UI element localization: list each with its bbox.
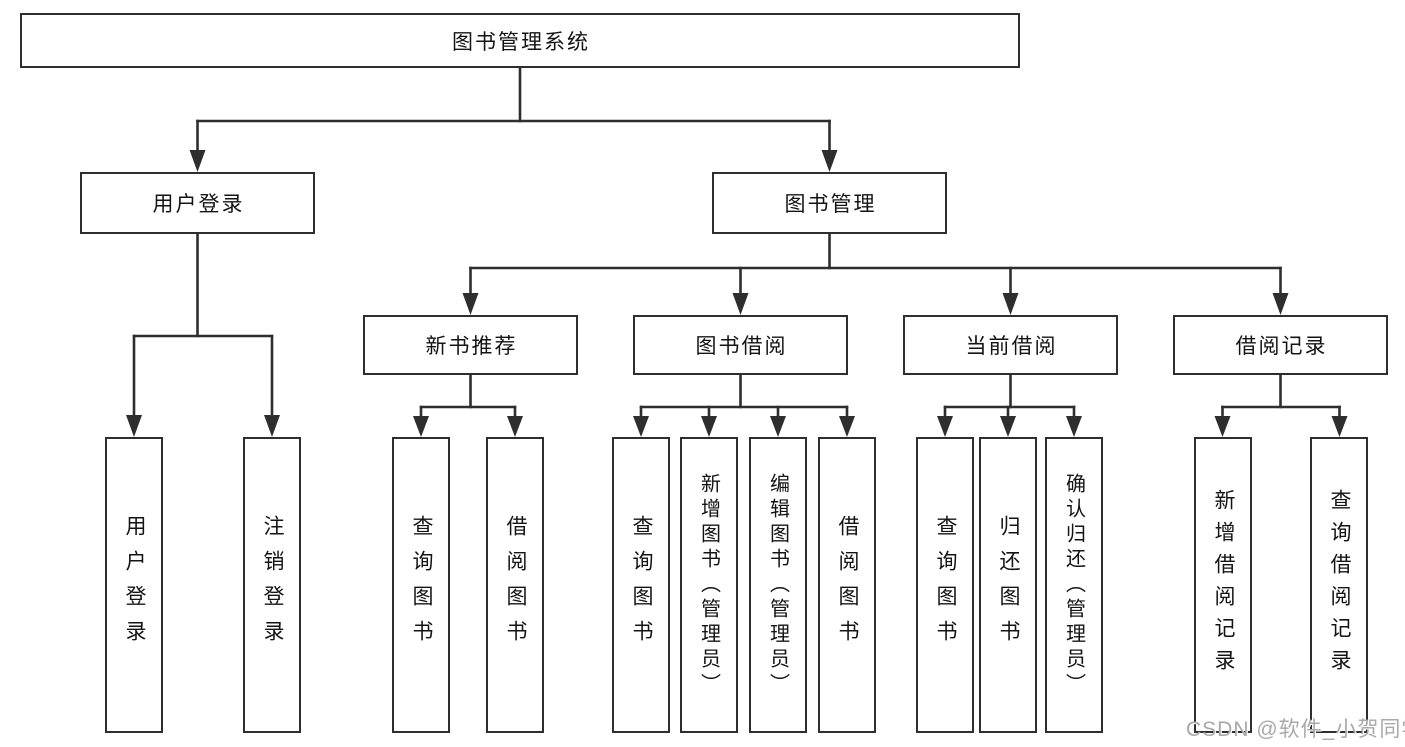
leaf-br-add-record: 新增借阅记录 [1194,437,1252,733]
node-current-borrow: 当前借阅 [903,315,1118,375]
leaf-nbr-query-books-label: 查询图书 [410,515,433,655]
connector-new-book-rec-children [413,372,523,437]
leaf-br-query-record: 查询借阅记录 [1310,437,1368,733]
leaf-nbr-query-books: 查询图书 [392,437,450,733]
node-new-book-rec: 新书推荐 [363,315,578,375]
leaf-cb-query-books: 查询图书 [916,437,974,733]
leaf-nbr-borrow-books: 借阅图书 [486,437,544,733]
node-book-borrow-label: 图书借阅 [695,335,788,358]
connector-book-mgmt-to-level3 [462,232,1289,315]
leaf-user-login: 用户登录 [105,437,163,733]
connector-root-to-level2 [189,66,838,172]
node-user-login: 用户登录 [80,172,315,234]
node-new-book-rec-label: 新书推荐 [425,335,518,358]
node-book-mgmt-label: 图书管理 [784,193,877,216]
connector-current-borrow-children [937,372,1082,437]
connector-borrow-records-children [1214,372,1348,437]
watermark: CSDN @软件_小贺同学 [1186,718,1405,741]
leaf-user-login-label: 用户登录 [123,515,146,655]
node-book-mgmt: 图书管理 [712,172,947,234]
leaf-logout-label: 注销登录 [261,515,284,655]
node-book-borrow: 图书借阅 [633,315,848,375]
leaf-bb-edit-books-admin: 编辑图书（管理员） [749,437,807,733]
leaf-nbr-borrow-books-label: 借阅图书 [504,515,527,655]
leaf-logout: 注销登录 [243,437,301,733]
node-user-login-label: 用户登录 [152,193,245,216]
leaf-cb-return-books-label: 归还图书 [997,515,1020,655]
leaf-br-add-record-label: 新增借阅记录 [1212,489,1235,681]
leaf-bb-borrow-books-label: 借阅图书 [836,515,859,655]
leaf-cb-return-books: 归还图书 [979,437,1037,733]
leaf-cb-confirm-return-admin: 确认归还（管理员） [1045,437,1103,733]
connector-user-login-children [126,232,280,437]
node-root-label: 图书管理系统 [452,30,590,54]
leaf-bb-query-books-label: 查询图书 [630,515,653,655]
leaf-bb-query-books: 查询图书 [612,437,670,733]
node-borrow-records-label: 借阅记录 [1235,335,1328,358]
leaf-cb-query-books-label: 查询图书 [934,515,957,655]
leaf-bb-edit-books-admin-label: 编辑图书（管理员） [766,472,789,698]
node-borrow-records: 借阅记录 [1173,315,1388,375]
leaf-bb-add-books-admin: 新增图书（管理员） [680,437,738,733]
leaf-cb-confirm-return-admin-label: 确认归还（管理员） [1062,472,1085,698]
node-current-borrow-label: 当前借阅 [965,335,1058,358]
node-root: 图书管理系统 [20,13,1020,68]
connector-book-borrow-children [633,372,855,437]
leaf-bb-add-books-admin-label: 新增图书（管理员） [697,472,720,698]
leaf-bb-borrow-books: 借阅图书 [818,437,876,733]
leaf-br-query-record-label: 查询借阅记录 [1328,489,1351,681]
